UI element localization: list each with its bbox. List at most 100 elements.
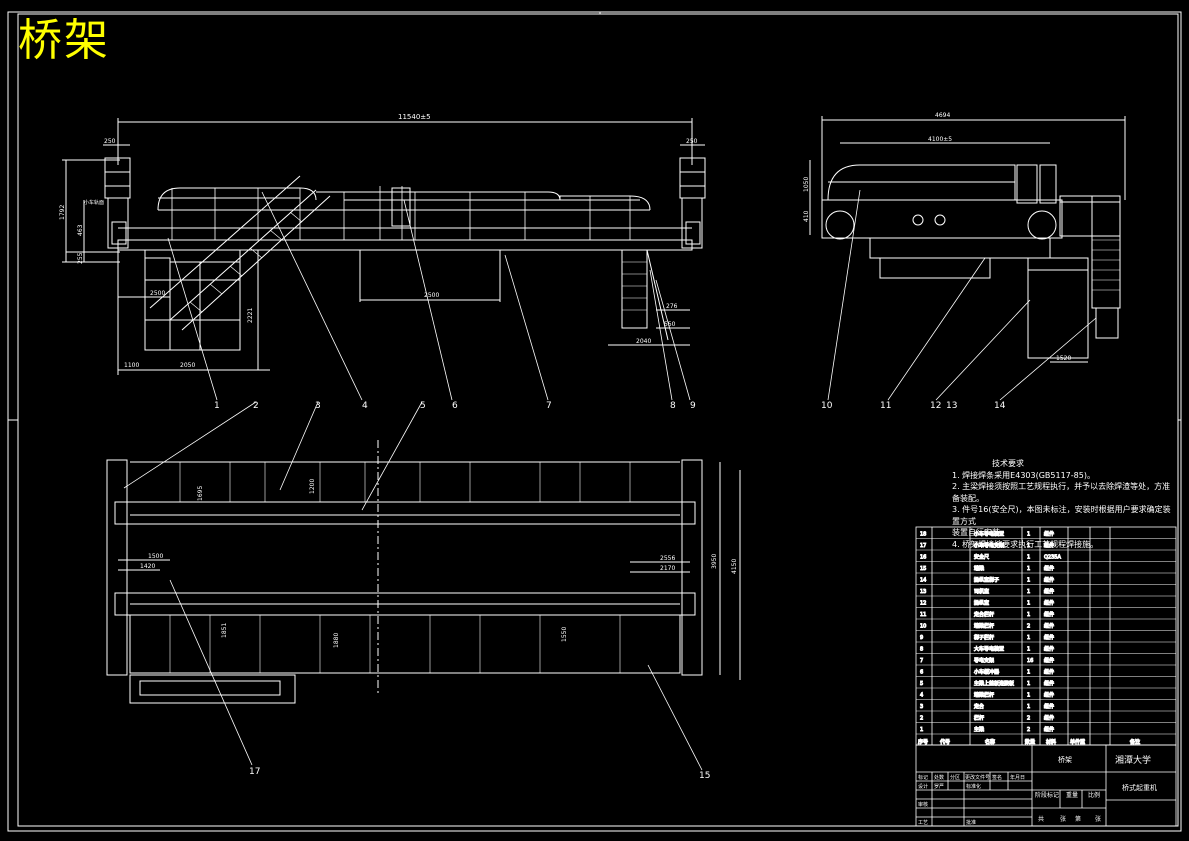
tb-designer: 罗严 xyxy=(934,784,944,790)
side-view: 4694 4100±5 1050 410 1520 xyxy=(803,112,1126,401)
dim-span: 11540±5 xyxy=(398,113,431,121)
table-cell-no: 6 xyxy=(920,670,923,676)
tb-sheet: 共 xyxy=(1038,815,1044,823)
dim-side-base: 1520 xyxy=(1056,355,1071,362)
title-block xyxy=(915,744,1177,827)
table-cell-qty: 1 xyxy=(1027,681,1030,687)
table-cell-qty: 2 xyxy=(1027,716,1030,722)
callouts: 1 2 3 4 5 6 7 8 9 10 11 12 13 14 15 17 xyxy=(214,401,1006,781)
note-line: 2. 主梁焊接须按照工艺规程执行，并予以去除焊渣等处，方准备装配。 xyxy=(952,482,1171,503)
tb-school: 湘潭大学 xyxy=(1115,754,1151,766)
callout-5: 5 xyxy=(420,401,426,411)
table-cell-no: 15 xyxy=(920,566,926,572)
table-cell-qty: 2 xyxy=(1027,727,1030,733)
dim-left-overhang: 250 xyxy=(104,138,116,145)
dim-side-track: 4100±5 xyxy=(928,136,952,143)
table-header-qty: 数量 xyxy=(1025,739,1035,746)
dim-stair-h: 2221 xyxy=(247,308,254,323)
tb-assembly: 桥式起重机 xyxy=(1122,783,1157,792)
table-cell-name: 安全尺 xyxy=(974,554,989,561)
tb-stage: 阶段标记 xyxy=(1035,791,1059,799)
table-cell-name: 主梁上盖板连接板 xyxy=(974,680,1014,687)
table-cell-no: 7 xyxy=(920,658,923,664)
table-cell-mat: 组件 xyxy=(1044,600,1054,607)
table-cell-no: 3 xyxy=(920,704,923,710)
table-cell-qty: 1 xyxy=(1027,555,1030,561)
table-cell-name: 走台栏杆 xyxy=(974,611,994,618)
table-cell-qty: 1 xyxy=(1027,532,1030,538)
table-cell-qty: 1 xyxy=(1027,704,1030,710)
table-cell-name: 小车缓冲器 xyxy=(974,669,999,676)
tb-rev-doc: 更改文件号 xyxy=(965,774,990,781)
dim-center-w: 2500 xyxy=(424,292,439,299)
dim-plan-h2: 4150 xyxy=(731,559,738,574)
callout-15: 15 xyxy=(699,771,710,781)
table-header-note: 备注 xyxy=(1130,739,1140,746)
table-cell-no: 18 xyxy=(920,532,926,538)
dim-plan-h1: 3950 xyxy=(711,554,718,569)
table-cell-qty: 1 xyxy=(1027,589,1030,595)
table-cell-no: 5 xyxy=(920,681,923,687)
table-cell-mat: Q235A xyxy=(1044,555,1061,561)
callout-1: 1 xyxy=(214,401,220,411)
table-cell-qty: 1 xyxy=(1027,647,1030,653)
technical-notes: 技术要求 1. 焊接焊条采用E4303(GB5117-85)。 2. 主梁焊接须… xyxy=(952,458,1172,550)
table-cell-qty: 1 xyxy=(1027,566,1030,572)
table-cell-name: 主梁 xyxy=(974,726,984,733)
table-cell-name: 梯子栏杆 xyxy=(974,634,994,641)
dim-side-h2: 410 xyxy=(803,210,810,222)
table-cell-no: 12 xyxy=(920,601,926,607)
table-cell-mat: 组件 xyxy=(1044,531,1054,538)
callout-6: 6 xyxy=(452,401,458,411)
dim-plan-w1: 1695 xyxy=(197,486,204,501)
label-rail: 小车轨面 xyxy=(84,199,104,206)
tb-std: 标准化 xyxy=(966,783,981,790)
dim-left-base: 1100 xyxy=(124,362,139,369)
table-cell-mat: 组件 xyxy=(1044,565,1054,572)
table-cell-mat: 组件 xyxy=(1044,657,1054,664)
table-cell-mat: 组件 xyxy=(1044,646,1054,653)
note-line: 3. 件号16(安全尺)，本图未标注，安装时根据用户要求确定装置方式 xyxy=(952,505,1171,526)
callout-8: 8 xyxy=(670,401,676,411)
dim-right-w1: 2040 xyxy=(636,338,651,345)
dim-plan-a: 1500 xyxy=(148,553,163,560)
callout-9: 9 xyxy=(690,401,696,411)
tb-approve: 批准 xyxy=(966,819,976,826)
table-cell-no: 16 xyxy=(920,555,926,561)
tb-drawing-name: 桥架 xyxy=(1058,755,1072,764)
table-cell-no: 13 xyxy=(920,589,926,595)
tb-scale: 比例 xyxy=(1088,791,1100,799)
table-cell-no: 9 xyxy=(920,635,923,641)
dim-right-overhang: 250 xyxy=(686,138,698,145)
dim-height-low: 255 xyxy=(77,252,84,264)
dim-plan-c: 2556 xyxy=(660,555,675,562)
tb-rev-zone: 分区 xyxy=(950,774,960,781)
callout-3: 3 xyxy=(315,401,321,411)
table-cell-qty: 16 xyxy=(1027,658,1033,664)
callout-17: 17 xyxy=(249,767,260,777)
dim-plan-g: 1550 xyxy=(561,627,568,642)
dim-left-w: 2500 xyxy=(150,290,165,297)
table-cell-name: 端梁栏杆 xyxy=(974,692,994,699)
table-header-name: 名称 xyxy=(985,739,995,746)
table-cell-mat: 组件 xyxy=(1044,692,1054,699)
table-cell-qty: 1 xyxy=(1027,578,1030,584)
tb-sheet2: 张 xyxy=(1060,815,1066,823)
table-cell-name: 栏杆 xyxy=(974,715,984,722)
table-cell-mat: 组件 xyxy=(1044,542,1054,549)
dim-side-total: 4694 xyxy=(935,112,950,119)
table-cell-qty: 1 xyxy=(1027,601,1030,607)
table-cell-name: 端梁栏杆 xyxy=(974,623,994,630)
tb-page2: 张 xyxy=(1095,815,1101,823)
callout-12: 12 xyxy=(930,401,941,411)
table-cell-qty: 1 xyxy=(1027,612,1030,618)
table-header-no: 序号 xyxy=(918,739,928,746)
table-cell-mat: 组件 xyxy=(1044,669,1054,676)
table-cell-mat: 组件 xyxy=(1044,726,1054,733)
table-cell-no: 1 xyxy=(920,727,923,733)
tb-design: 设计 xyxy=(918,783,928,790)
table-cell-no: 2 xyxy=(920,716,923,722)
dim-plan-d: 2170 xyxy=(660,565,675,572)
tb-craft: 工艺 xyxy=(918,820,928,826)
dim-right-w2: 276 xyxy=(666,303,678,310)
